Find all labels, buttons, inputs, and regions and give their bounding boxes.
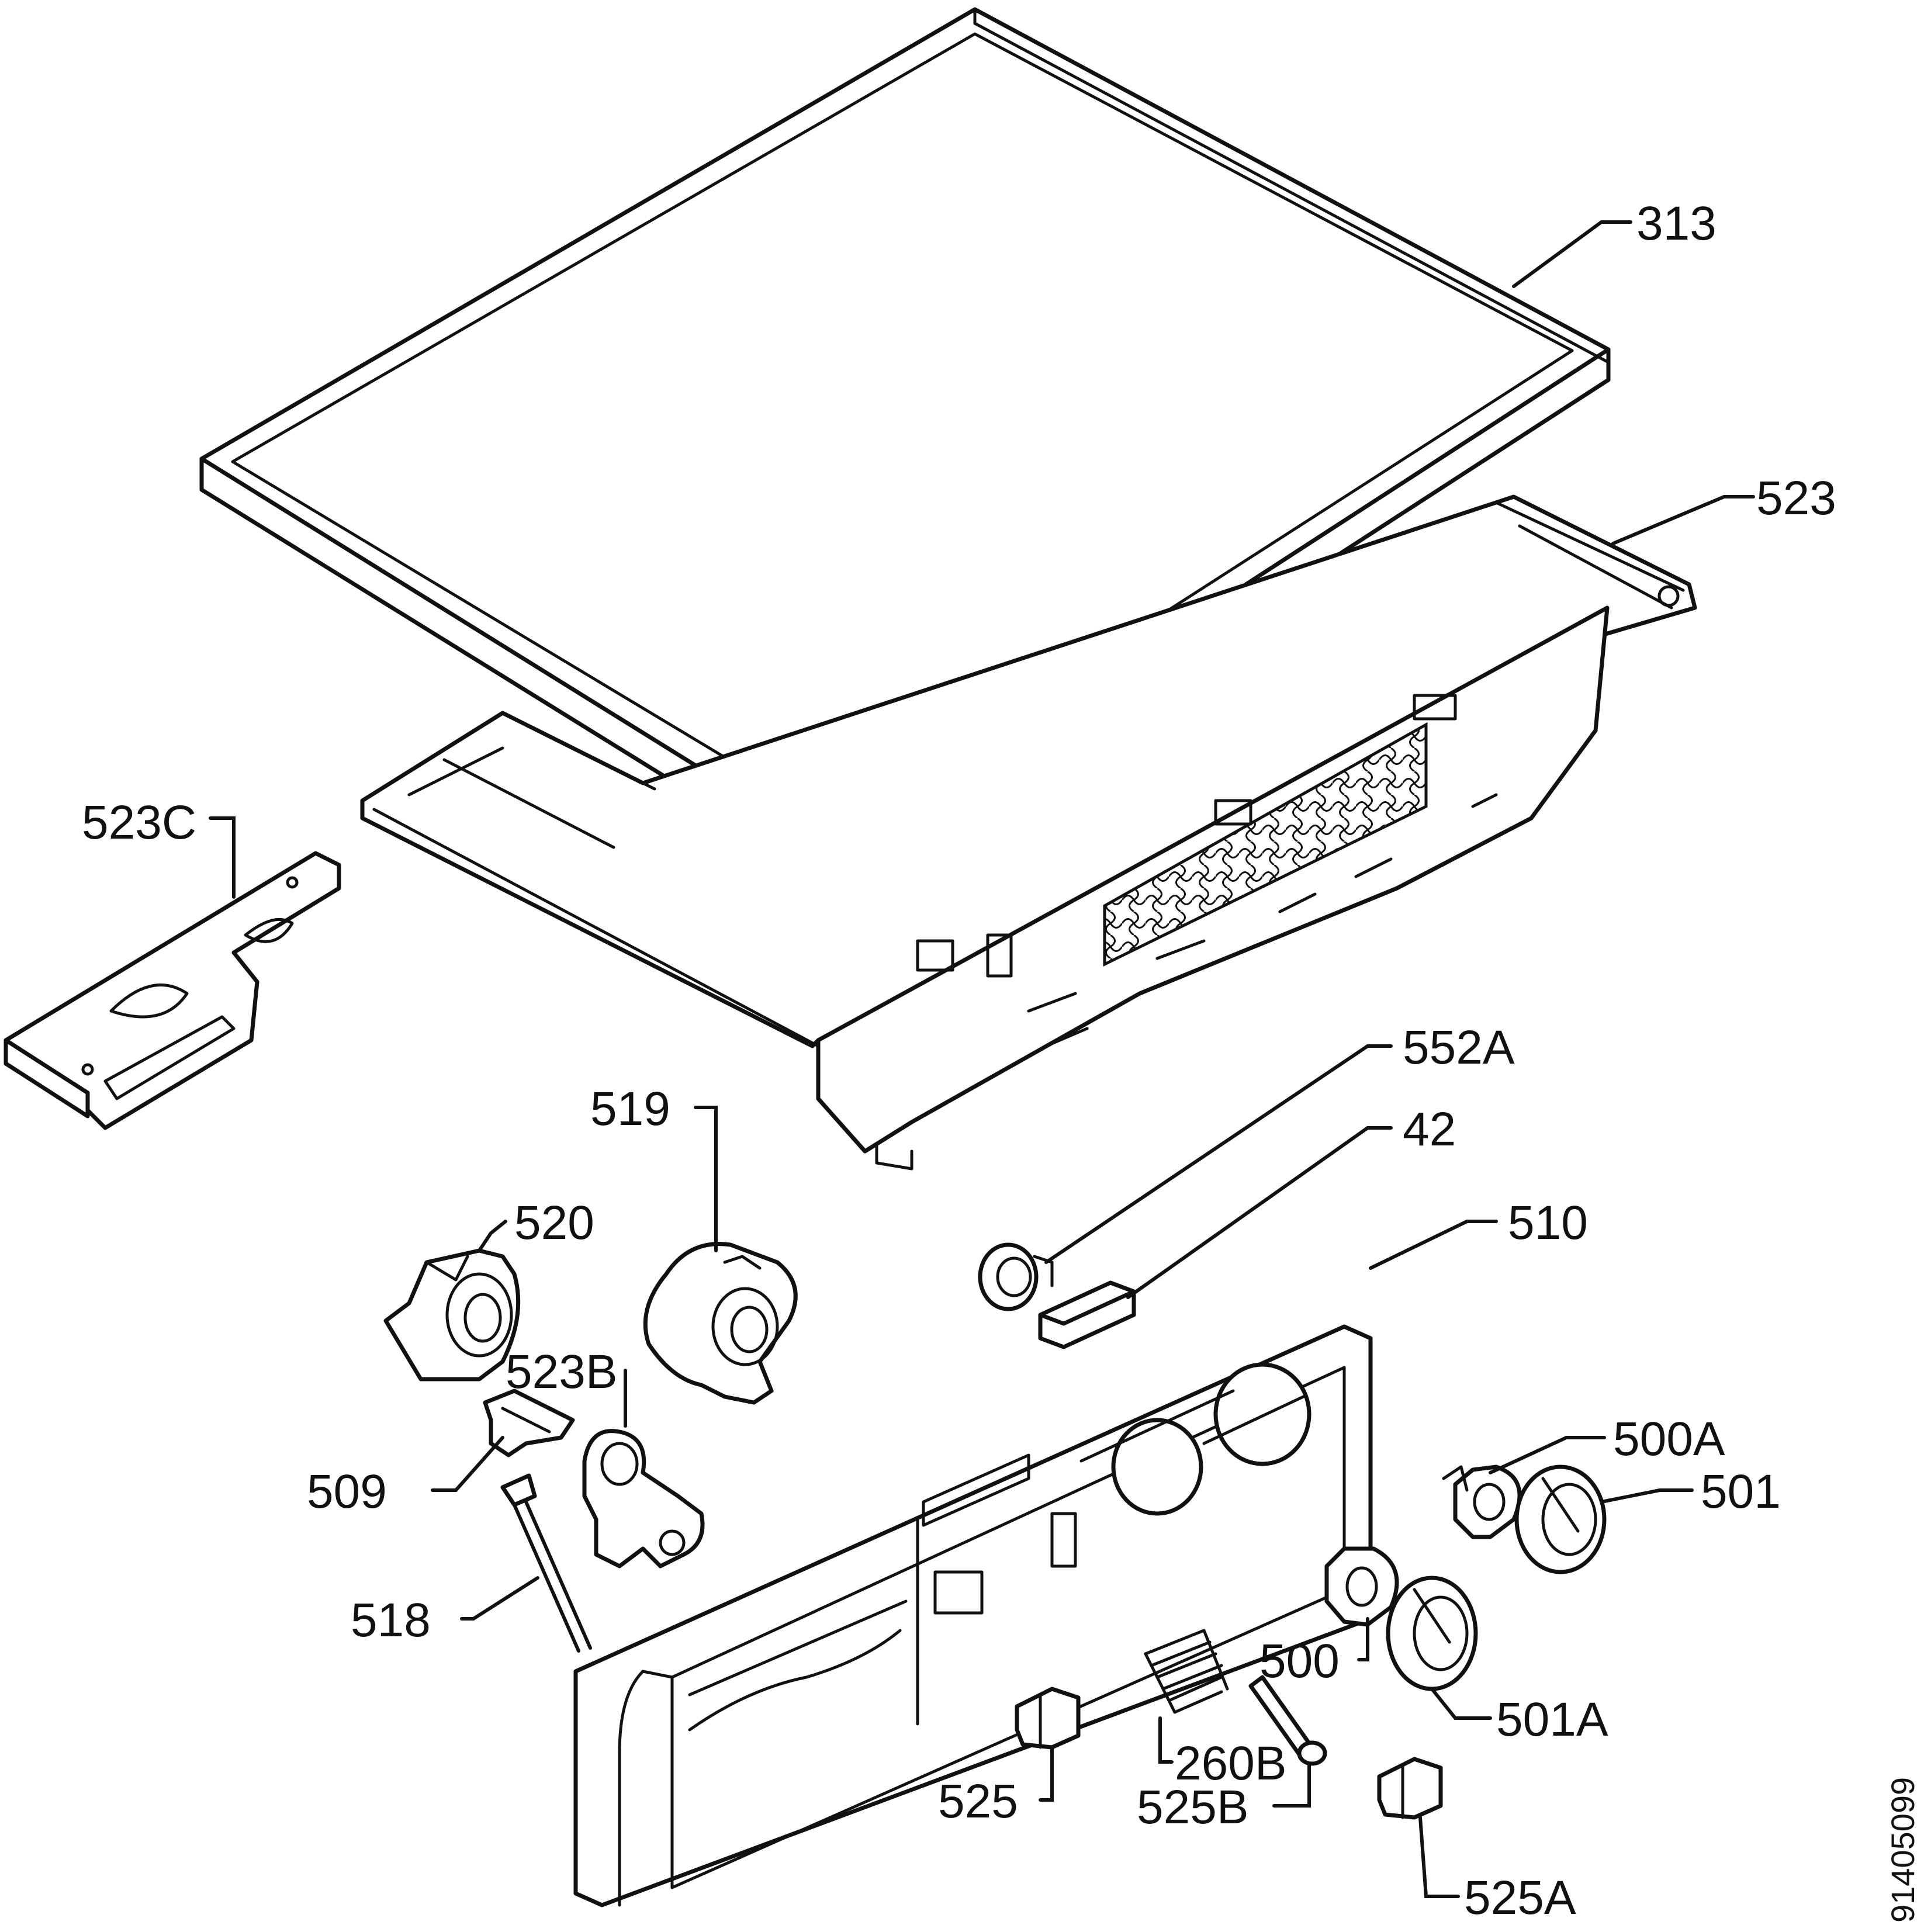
label-501A: 501A xyxy=(1496,1693,1608,1746)
label-42: 42 xyxy=(1403,1103,1456,1156)
part-509-clip xyxy=(483,1389,575,1457)
label-260B: 260B xyxy=(1175,1737,1287,1790)
part-520-cam xyxy=(383,1248,521,1382)
part-510-fascia xyxy=(573,1324,1373,1907)
label-552A: 552A xyxy=(1403,1021,1515,1074)
part-525B-pin xyxy=(1248,1675,1327,1766)
label-518: 518 xyxy=(351,1594,431,1647)
part-519-selector xyxy=(643,1242,798,1405)
part-500-holder xyxy=(1324,1546,1399,1627)
part-552A-ring xyxy=(978,1242,1054,1311)
label-525: 525 xyxy=(938,1775,1018,1828)
part-42-block xyxy=(1038,1280,1136,1349)
label-520: 520 xyxy=(514,1196,594,1249)
part-523-frame xyxy=(360,494,1697,1171)
label-523: 523 xyxy=(1756,472,1836,525)
label-501: 501 xyxy=(1701,1465,1781,1518)
label-525A: 525A xyxy=(1464,1871,1576,1924)
part-523B-lock xyxy=(582,1429,705,1569)
part-500A-holder xyxy=(1442,1464,1522,1539)
label-510: 510 xyxy=(1508,1196,1588,1249)
part-525A-button xyxy=(1377,1757,1443,1820)
drawing-number: 91405099 xyxy=(1884,1777,1921,1923)
label-509: 509 xyxy=(307,1465,387,1518)
label-519: 519 xyxy=(590,1082,670,1135)
label-313: 313 xyxy=(1636,197,1717,250)
label-500A: 500A xyxy=(1613,1412,1725,1466)
label-523B: 523B xyxy=(506,1345,618,1398)
part-518-rod xyxy=(500,1473,592,1653)
part-525-button xyxy=(1015,1687,1081,1750)
part-labels: 313 523 523C 552A 42 519 520 510 523B 50… xyxy=(82,197,1921,1924)
part-501-knob xyxy=(1514,1464,1607,1574)
part-501A-knob xyxy=(1386,1576,1478,1691)
leader-lines xyxy=(209,220,1755,1898)
label-500: 500 xyxy=(1259,1635,1340,1688)
label-525B: 525B xyxy=(1137,1781,1249,1834)
part-260B-spring xyxy=(1144,1629,1229,1714)
label-523C: 523C xyxy=(82,796,196,849)
part-523C-bracket xyxy=(4,851,341,1130)
